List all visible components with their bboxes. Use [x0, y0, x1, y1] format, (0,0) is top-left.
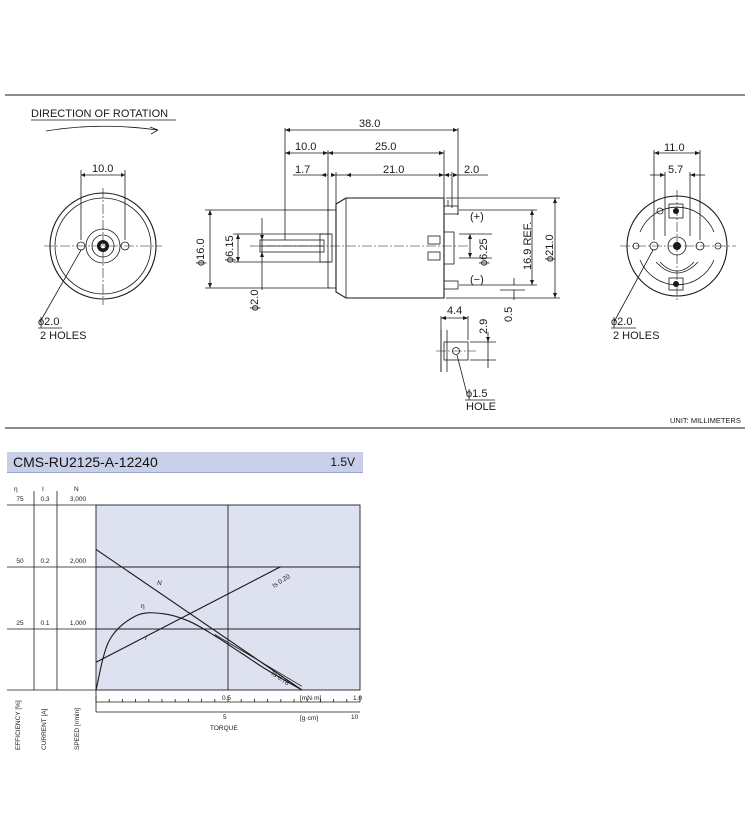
chart-model: CMS-RU2125-A-12240 — [13, 454, 158, 470]
header-efficiency: η — [14, 486, 18, 493]
minus-label: (−) — [470, 274, 484, 286]
efficiency-tick: 50 — [16, 558, 24, 565]
x-unit-mnm: [mN·m] — [300, 695, 321, 702]
dim-29: 2.9 — [478, 319, 490, 334]
y-label-current: CURRENT [A] — [41, 708, 48, 750]
dim-dia-16: ϕ16.0 — [195, 238, 207, 266]
direction-label: DIRECTION OF ROTATION — [31, 108, 168, 120]
label-n: N — [157, 580, 162, 587]
x-tick-mnm-10: 1.0 — [353, 695, 362, 702]
x-unit-gcm: [g·cm] — [300, 715, 318, 722]
dim-dia-615: ϕ6.15 — [224, 235, 236, 263]
dim-05: 0.5 — [503, 307, 515, 322]
x-tick-gcm-10: 10 — [351, 714, 359, 721]
rear-dim-57: 5.7 — [668, 164, 683, 176]
front-hole-count: 2 HOLES — [40, 330, 86, 342]
speed-tick: 3,000 — [70, 496, 87, 503]
side-view: 38.0 10.0 25.0 1.7 21.0 2.0 ϕ16.0 — [195, 118, 560, 322]
efficiency-tick: 25 — [16, 620, 24, 627]
terminal-detail: 4.4 2.9 ϕ1.5 HOLE — [436, 305, 496, 413]
speed-curve-tail — [214, 634, 303, 687]
rear-dim-110: 11.0 — [664, 142, 685, 154]
current-tick: 0.2 — [40, 558, 49, 565]
dim-ref: 16.9 REF. — [522, 222, 534, 270]
unit-label: UNIT: MILLIMETERS — [670, 416, 741, 425]
rear-hole-count: 2 HOLES — [613, 330, 659, 342]
header-speed: N — [74, 486, 79, 493]
current-tick: 0.3 — [40, 496, 49, 503]
rotation-arrow-icon — [45, 125, 159, 135]
current-tick: 0.1 — [40, 620, 49, 627]
speed-tick: 1,000 — [70, 620, 87, 627]
dim-44: 4.4 — [447, 305, 462, 317]
plus-label: (+) — [470, 211, 484, 223]
front-hole-note: ϕ2.0 — [38, 316, 59, 328]
efficiency-tick: 75 — [16, 496, 24, 503]
label-eta: η — [141, 603, 145, 610]
chart-title-bar: CMS-RU2125-A-12240 1.5V — [7, 452, 363, 473]
efficiency-curve — [95, 612, 303, 691]
dim-dia-625: ϕ6.25 — [478, 238, 490, 266]
chart-voltage: 1.5V — [330, 455, 355, 469]
y-label-speed: SPEED [r/min] — [74, 708, 81, 750]
terminal-hole-note: ϕ1.5 — [466, 388, 487, 400]
front-view: 10.0 ϕ2.0 2 HOLES — [38, 163, 162, 342]
motor-drawing: DIRECTION OF ROTATION 10.0 ϕ2.0 2 HOLES … — [5, 94, 745, 429]
x-axis-label: TORQUE — [210, 725, 238, 732]
rear-hole-note: ϕ2.0 — [611, 316, 632, 328]
speed-curve — [95, 548, 303, 691]
performance-chart: η I N 75 50 25 0.3 0.2 0.1 3,000 2,000 1,000 0… — [7, 486, 362, 750]
dim-flange: 1.7 — [295, 164, 310, 176]
dim-body: 25.0 — [375, 141, 396, 153]
dim-can: 21.0 — [383, 164, 404, 176]
dim-dia-21: ϕ21.0 — [544, 234, 556, 262]
speed-tick: 2,000 — [70, 558, 87, 565]
terminal-hole-label: HOLE — [466, 401, 496, 413]
x-tick-mnm-05: 0.5 — [222, 695, 231, 702]
x-tick-gcm-5: 5 — [223, 714, 227, 721]
dim-shaft-dia: ϕ2.0 — [249, 290, 261, 311]
y-label-efficiency: EFFICIENCY [%] — [15, 700, 22, 750]
dim-terminal: 2.0 — [464, 164, 479, 176]
rear-view: 11.0 5.7 ϕ2.0 2 HOLES — [611, 142, 736, 342]
current-curve — [95, 566, 282, 663]
front-dim-width: 10.0 — [92, 163, 113, 175]
header-current: I — [42, 486, 44, 493]
dim-overall: 38.0 — [359, 118, 380, 130]
label-i: I — [145, 635, 147, 642]
dim-shaft: 10.0 — [295, 141, 316, 153]
